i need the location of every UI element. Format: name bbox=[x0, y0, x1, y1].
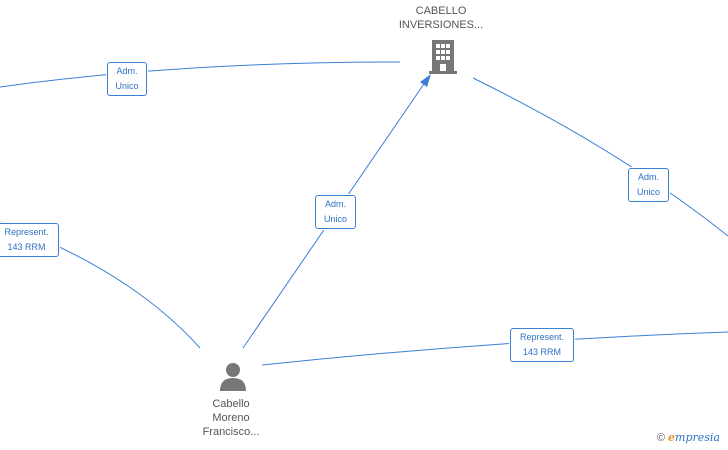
company-label-line1: CABELLO bbox=[415, 5, 467, 17]
edge-label-line2: Unico bbox=[115, 81, 139, 91]
person-icon[interactable] bbox=[218, 361, 248, 391]
brand-logo: empresia bbox=[668, 431, 720, 444]
edge-label-adm-unico-center[interactable]: Adm. Unico bbox=[315, 195, 356, 229]
person-node-label[interactable]: Cabello Moreno Francisco... bbox=[180, 397, 282, 439]
person-label-line3: Francisco... bbox=[202, 426, 260, 438]
person-label-line1: Cabello bbox=[212, 398, 250, 410]
edge-label-line2: 143 RRM bbox=[522, 347, 561, 357]
edge-label-line1: Adm. bbox=[637, 172, 659, 182]
edge-label-adm-unico-top[interactable]: Adm. Unico bbox=[107, 62, 147, 96]
edge-label-represent-left[interactable]: Represent. 143 RRM bbox=[0, 223, 59, 257]
edge-label-line2: 143 RRM bbox=[7, 242, 46, 252]
edge-line-person-right bbox=[261, 331, 728, 366]
company-node-label[interactable]: CABELLO INVERSIONES... bbox=[378, 4, 504, 32]
edge-label-represent-bottom[interactable]: Represent. 143 RRM bbox=[510, 328, 574, 362]
edge-label-adm-unico-right[interactable]: Adm. Unico bbox=[628, 168, 669, 202]
edge-label-line2: Unico bbox=[323, 214, 347, 224]
edge-label-line2: Unico bbox=[636, 187, 660, 197]
watermark: © empresia bbox=[657, 431, 720, 444]
edge-arrowhead bbox=[420, 74, 431, 87]
edge-line-left-company bbox=[0, 61, 401, 88]
edge-line-company-right bbox=[472, 77, 728, 237]
edge-label-line1: Adm. bbox=[324, 199, 346, 209]
edge-label-line1: Adm. bbox=[116, 66, 138, 76]
copyright-icon: © bbox=[656, 432, 665, 444]
building-icon[interactable] bbox=[428, 38, 458, 74]
edge-label-line1: Represent. bbox=[519, 332, 565, 342]
company-label-line2: INVERSIONES... bbox=[398, 19, 484, 31]
edge-label-line1: Represent. bbox=[4, 227, 49, 237]
person-label-line2: Moreno bbox=[212, 412, 250, 424]
